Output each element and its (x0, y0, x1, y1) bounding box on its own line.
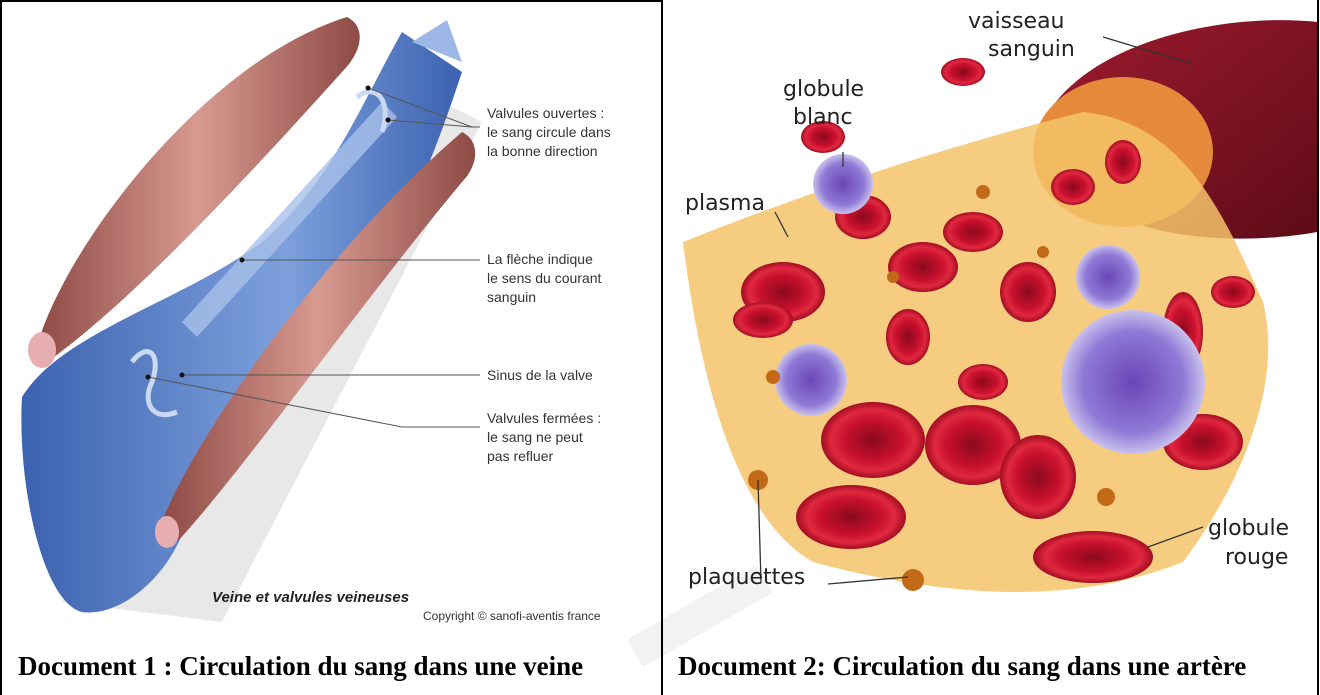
blood-diagram-panel: vaisseau sanguin globule blanc plasma gl… (663, 2, 1317, 642)
callout-open-line1: Valvules ouvertes : (487, 105, 604, 121)
border-right (1317, 0, 1319, 695)
label-rbc-line1: globule (1208, 516, 1289, 541)
callout-open-line3: la bonne direction (487, 143, 598, 159)
label-vessel-line1: vaisseau (968, 9, 1065, 34)
right-muscle-end (155, 516, 179, 548)
doc1-caption: Document 1 : Circulation du sang dans un… (18, 651, 583, 682)
label-rbc-line2: rouge (1225, 545, 1288, 570)
doc2-caption: Document 2: Circulation du sang dans une… (678, 651, 1246, 682)
vein-diagram-panel: Valvules ouvertes : le sang circule dans… (2, 2, 661, 642)
label-vessel-line2: sanguin (988, 37, 1075, 62)
copyright-notice: Copyright © sanofi-aventis france (423, 609, 601, 623)
label-wbc-line1: globule (783, 77, 864, 102)
callout-open-line2: le sang circule dans (487, 124, 611, 140)
callout-arrow-line2: le sens du courant (487, 270, 602, 286)
figure-title: Veine et valvules veineuses (212, 589, 409, 606)
callout-closed-line3: pas refluer (487, 448, 553, 464)
label-wbc-line2: blanc (793, 105, 853, 130)
callout-closed-line1: Valvules fermées : (487, 410, 601, 426)
blood-illustration: vaisseau sanguin globule blanc plasma gl… (663, 2, 1317, 642)
callout-arrow-line1: La flèche indique (487, 251, 593, 267)
callout-arrow-line3: sanguin (487, 289, 536, 305)
vein-illustration: Valvules ouvertes : le sang circule dans… (2, 2, 661, 642)
callout-sinus: Sinus de la valve (487, 367, 593, 383)
callout-closed-line2: le sang ne peut (487, 429, 583, 445)
label-plasma: plasma (685, 191, 765, 216)
left-muscle-end (28, 332, 56, 368)
